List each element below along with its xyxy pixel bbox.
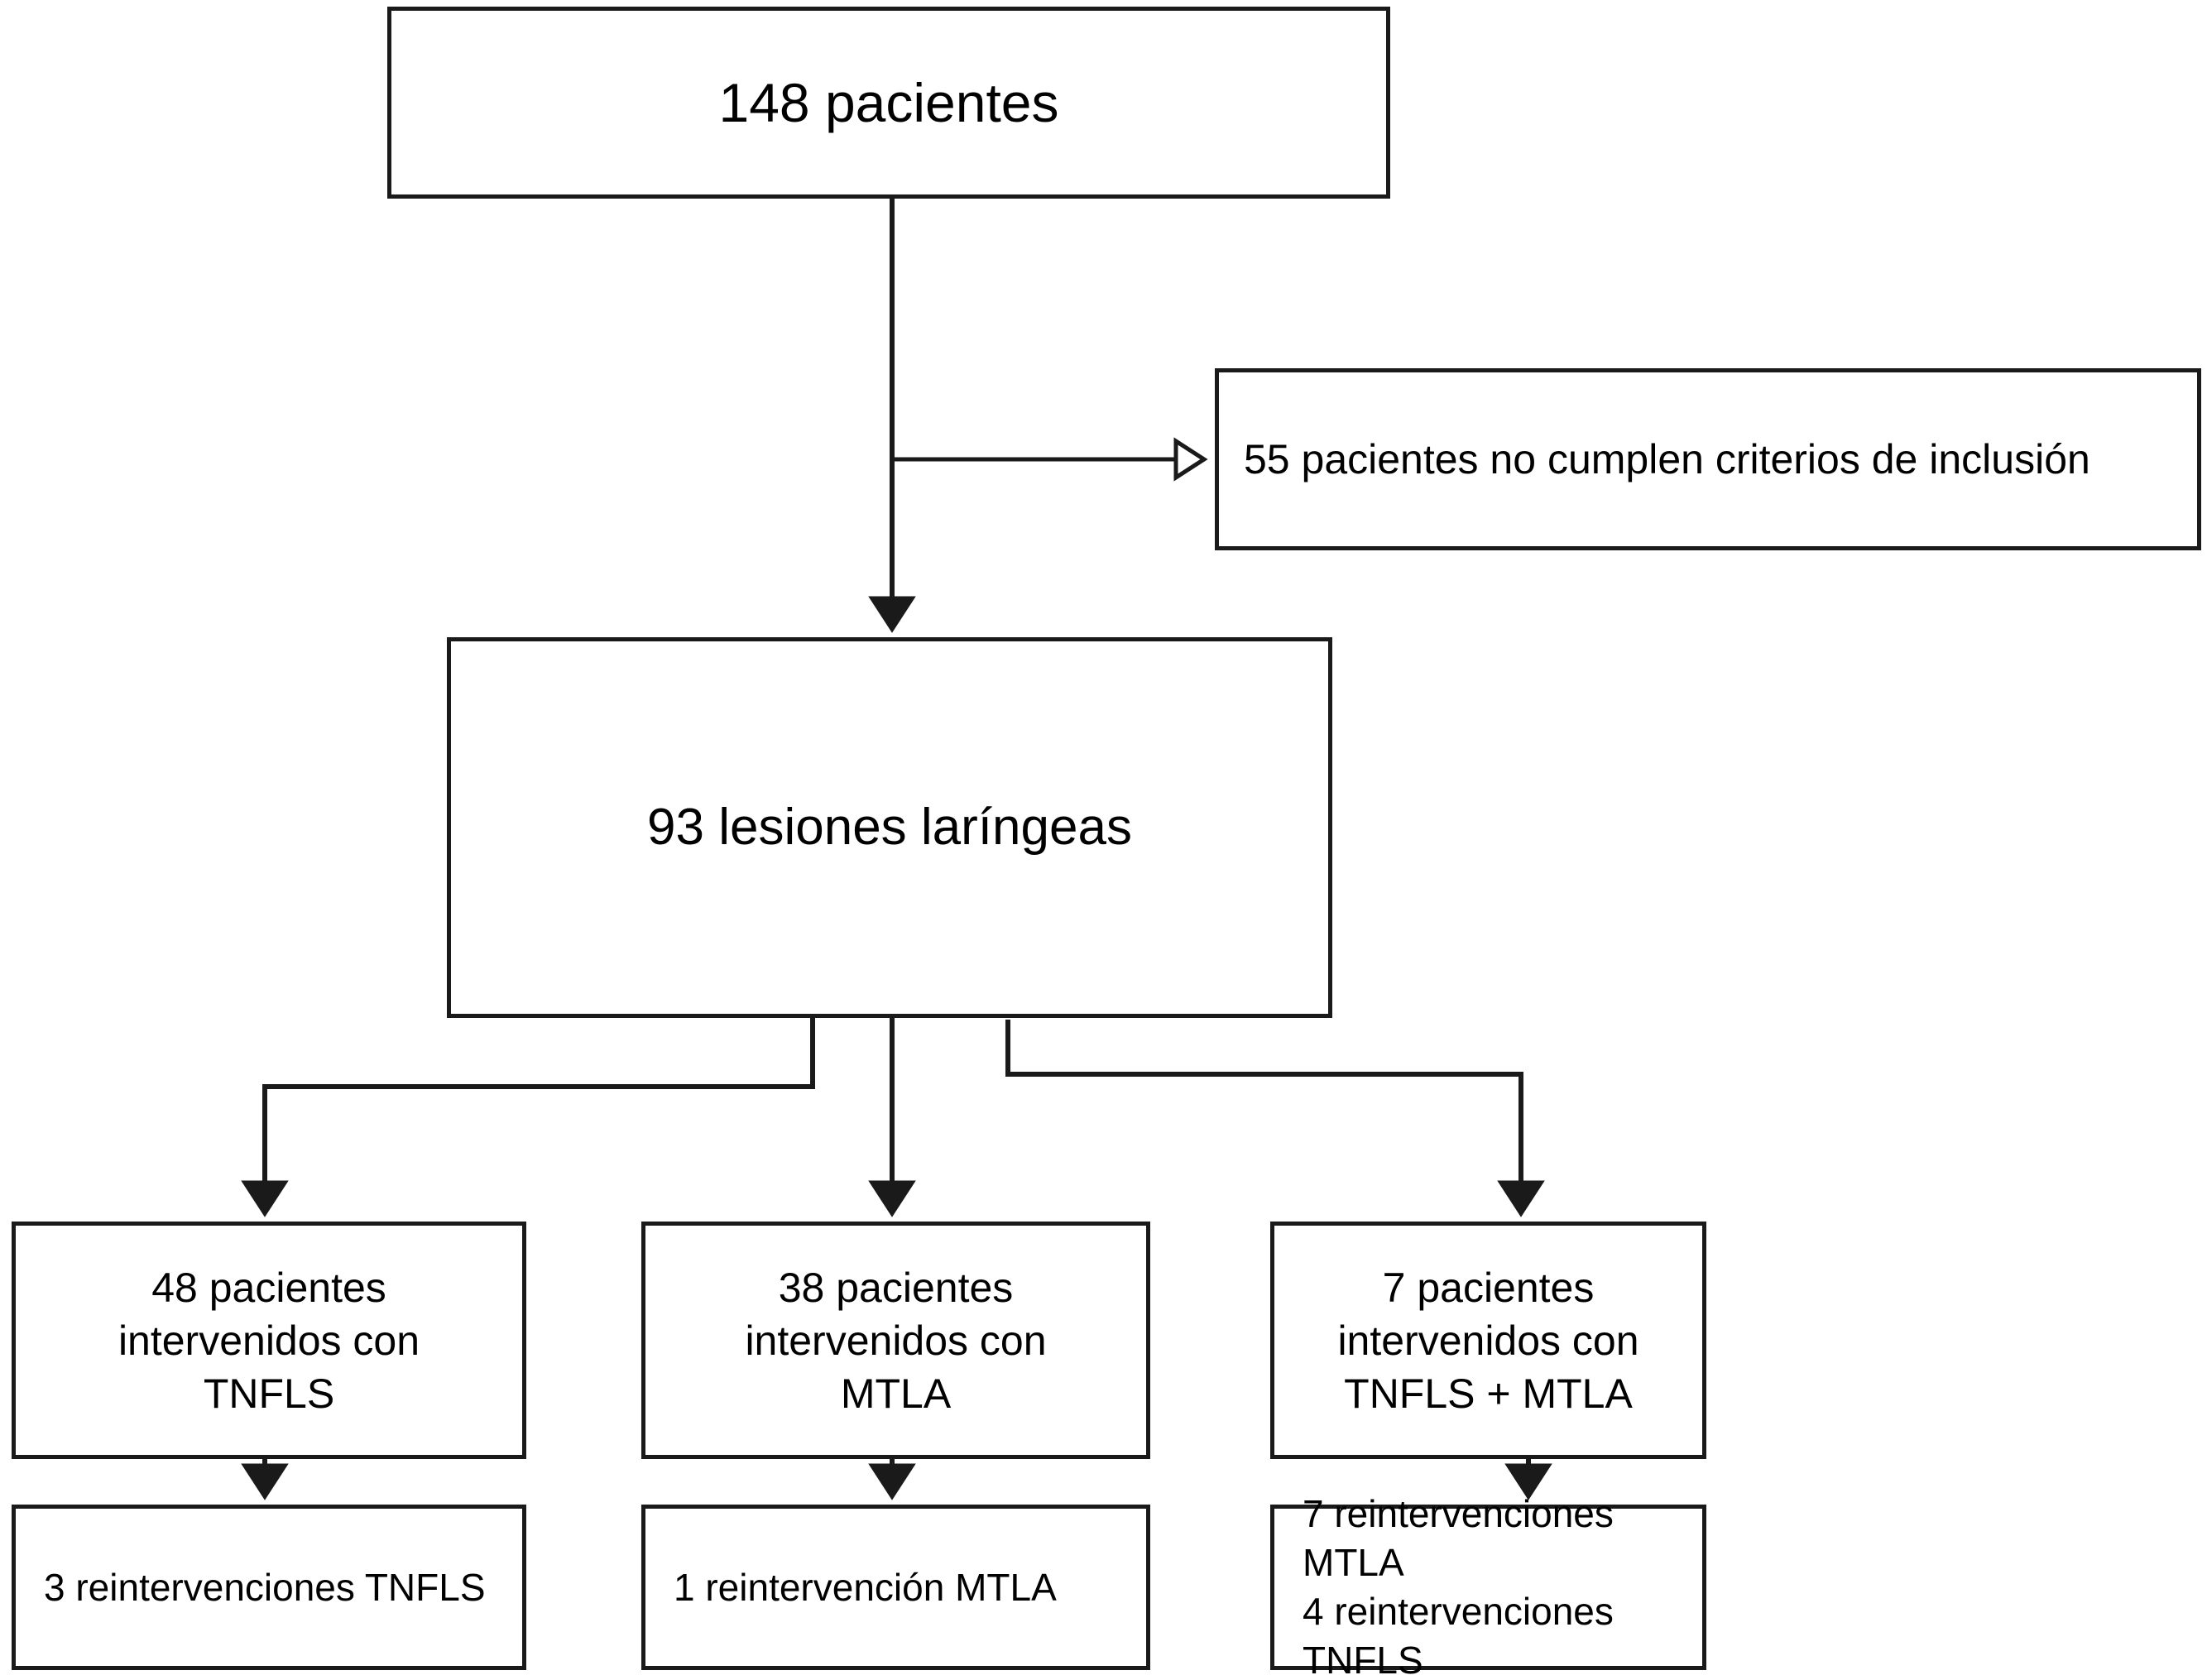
node-laryngeal-lesions: 93 lesiones laríngeas	[447, 637, 1332, 1018]
node-reoperations-mtla: 1 reintervención MTLA	[641, 1505, 1150, 1670]
node-reoperations-tnfls: 3 reintervenciones TNFLS	[12, 1505, 526, 1670]
node-arm-tnfls: 48 pacientes intervenidos con TNFLS	[12, 1222, 526, 1459]
connector-line	[1005, 1020, 1523, 1182]
arrowhead-filled-icon	[868, 1180, 916, 1217]
arrowhead-filled-icon	[868, 1463, 916, 1500]
arrowhead-hollow-icon	[1173, 437, 1208, 482]
node-arm-tnfls-plus-mtla: 7 pacientes intervenidos con TNFLS + MTL…	[1270, 1222, 1706, 1459]
connector-line	[262, 1018, 815, 1182]
arrowhead-filled-icon	[868, 596, 916, 633]
arrowhead-filled-icon	[1504, 1463, 1552, 1500]
node-arm-mtla: 38 pacientes intervenidos con MTLA	[641, 1222, 1150, 1459]
arrowhead-filled-icon	[241, 1463, 289, 1500]
arrowhead-filled-icon	[241, 1180, 289, 1217]
node-total-patients: 148 pacientes	[387, 7, 1390, 199]
node-reoperations-both: 7 reintervenciones MTLA 4 reintervencion…	[1270, 1492, 1706, 1680]
arrowhead-filled-icon	[1497, 1180, 1545, 1217]
node-excluded-patients: 55 pacientes no cumplen criterios de inc…	[1215, 368, 2201, 550]
